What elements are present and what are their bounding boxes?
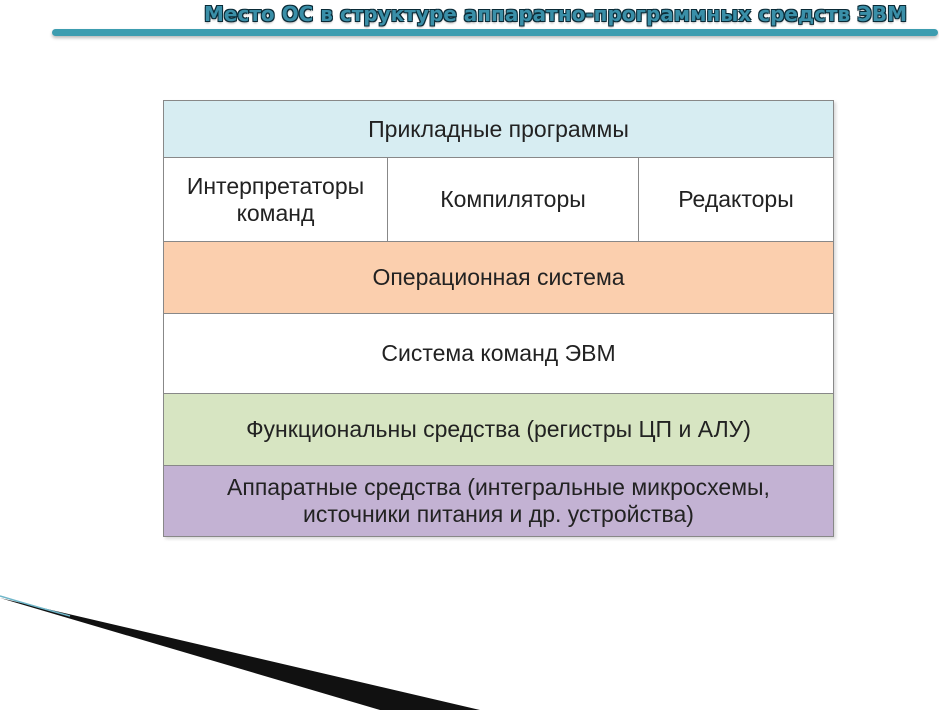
layer-hardware: Аппаратные средства (интегральные микрос… [164,466,833,536]
tool-compilers: Компиляторы [388,158,639,241]
layer-system-tools: Интерпретаторы команд Компиляторы Редакт… [164,158,833,242]
decorative-swoosh [0,595,480,710]
swoosh-accent-line [0,595,71,617]
layer-stack-diagram: Прикладные программы Интерпретаторы кома… [163,100,834,537]
layer-operating-system: Операционная система [164,242,833,314]
title-underline [52,29,938,36]
layer-functional-units: Функциональны средства (регистры ЦП и АЛ… [164,394,833,466]
tool-editors: Редакторы [678,186,794,212]
slide-title: Место ОС в структуре аппаратно-программн… [204,2,907,26]
tool-interpreters: Интерпретаторы команд [164,158,388,241]
swoosh-fill [0,598,480,710]
layer-instruction-set: Система команд ЭВМ [164,314,833,394]
layer-applications: Прикладные программы [164,101,833,158]
